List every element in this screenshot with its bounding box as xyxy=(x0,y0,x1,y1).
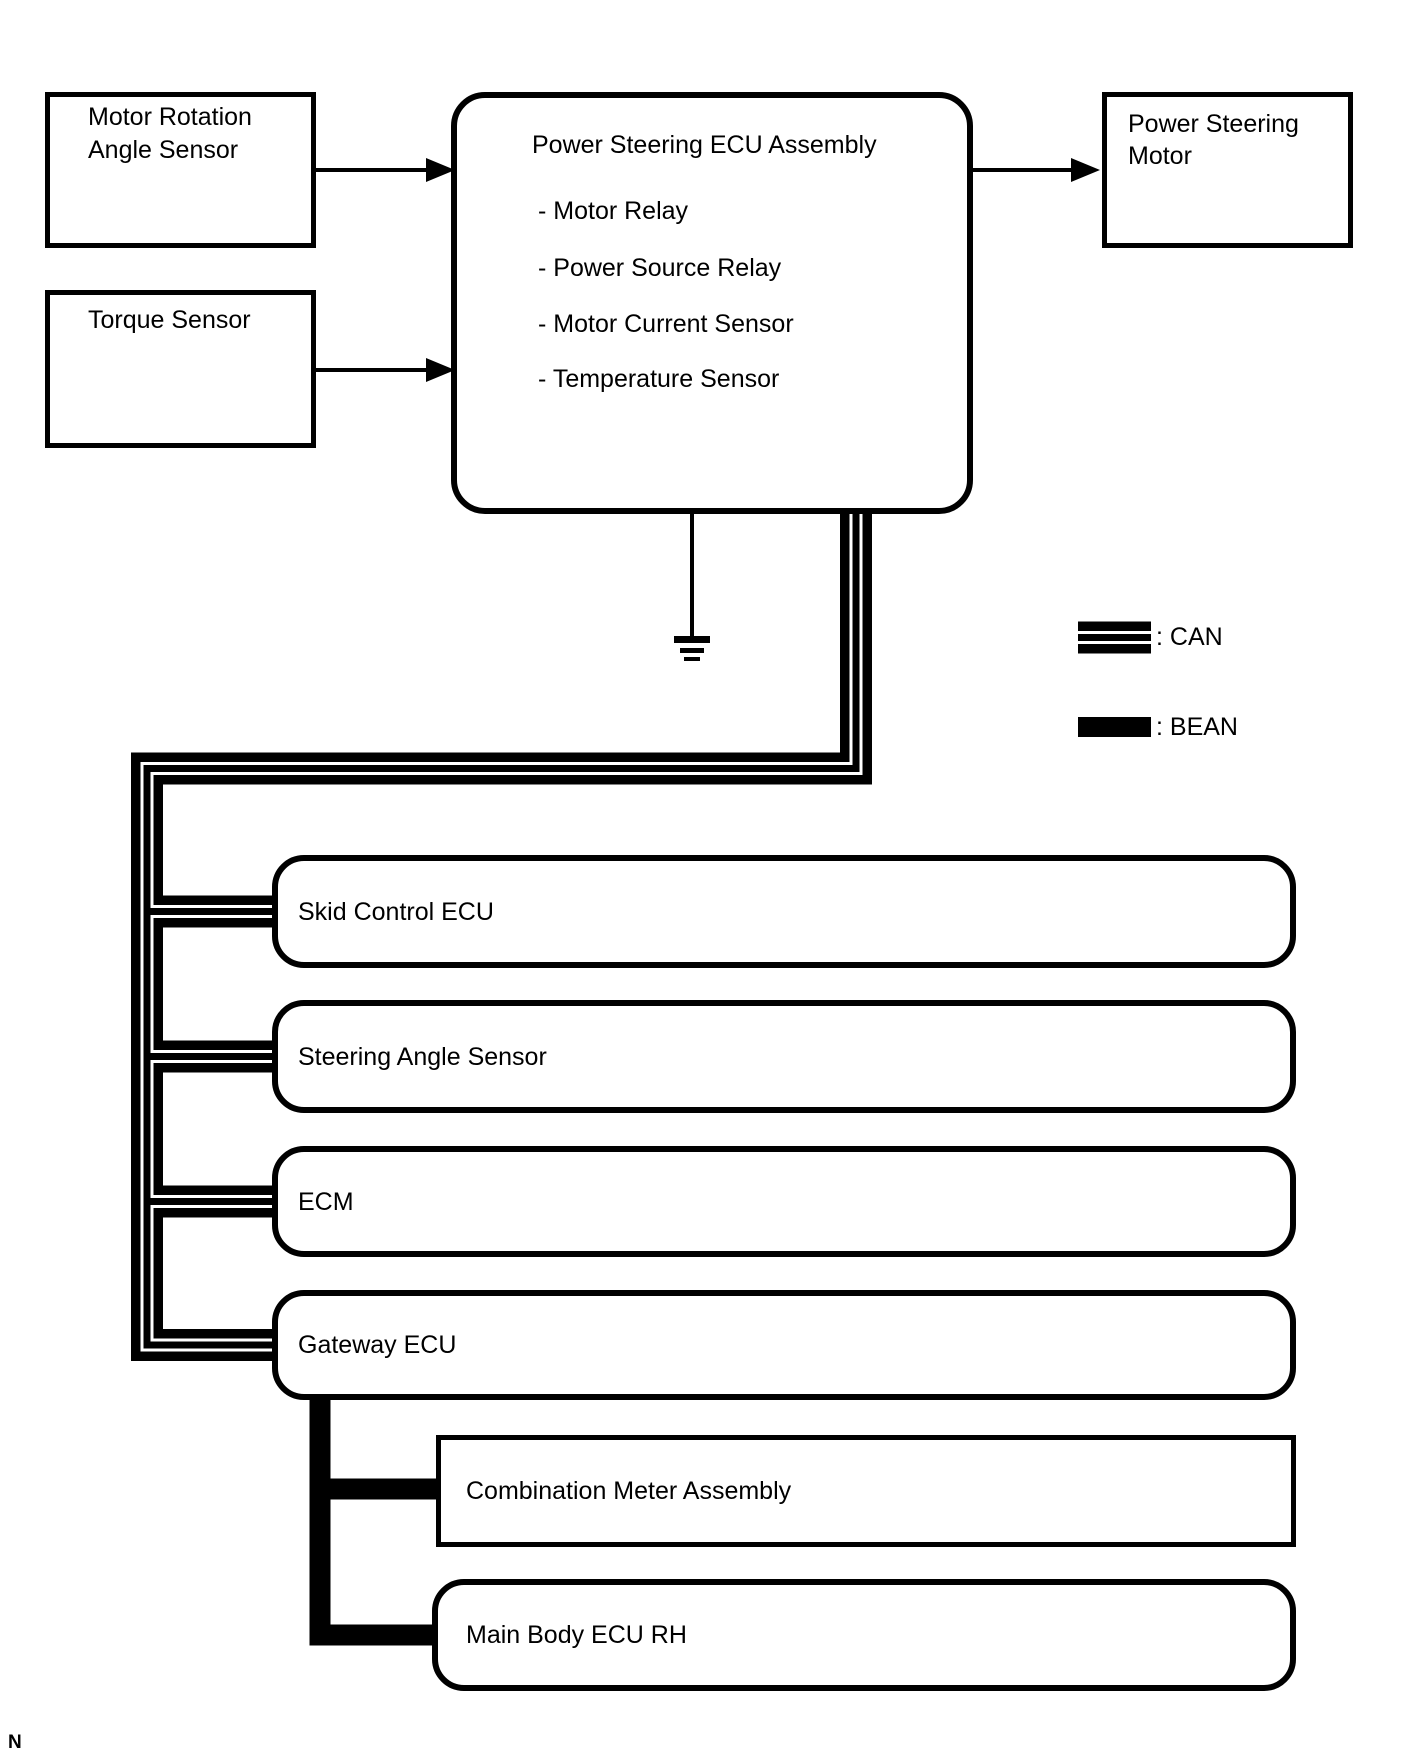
node-gateway-ecu: Gateway ECU xyxy=(272,1290,1296,1400)
ecu-component: - Motor Relay xyxy=(538,197,689,225)
node-label: Angle Sensor xyxy=(88,136,239,164)
node-title: Power Steering ECU Assembly xyxy=(532,131,877,159)
node-label: Motor xyxy=(1128,142,1192,170)
node-power-steering-ecu-assembly: Power Steering ECU Assembly - Motor Rela… xyxy=(451,92,973,514)
ecu-component: - Temperature Sensor xyxy=(538,365,780,393)
legend-bean-label: : BEAN xyxy=(1156,713,1238,741)
node-label: Combination Meter Assembly xyxy=(466,1477,792,1505)
node-label: Steering Angle Sensor xyxy=(298,1042,547,1071)
node-label: ECM xyxy=(298,1187,354,1216)
arrow-right-icon xyxy=(316,158,455,182)
node-label: Motor Rotation xyxy=(88,103,252,131)
arrow-right-icon xyxy=(316,358,455,382)
node-label: Gateway ECU xyxy=(298,1331,457,1359)
ecu-component: - Motor Current Sensor xyxy=(538,310,794,338)
node-label: Skid Control ECU xyxy=(298,897,494,926)
ground-icon xyxy=(674,510,710,661)
node-main-body-ecu-rh: Main Body ECU RH xyxy=(432,1579,1296,1691)
arrow-right-icon xyxy=(971,158,1100,182)
can-bus-lines xyxy=(131,505,872,1361)
footnote-marker: N xyxy=(8,1732,22,1753)
node-label: Torque Sensor xyxy=(88,306,251,334)
legend-can-label: : CAN xyxy=(1156,623,1223,651)
node-label: Main Body ECU RH xyxy=(466,1621,687,1649)
node-ecm: ECM xyxy=(272,1146,1296,1257)
bean-bus-lines xyxy=(309,1396,444,1646)
node-skid-control-ecu: Skid Control ECU xyxy=(272,855,1296,968)
node-label: Power Steering xyxy=(1128,110,1299,138)
node-motor-rotation-angle-sensor: Motor Rotation Angle Sensor xyxy=(45,92,316,248)
ecu-component: - Power Source Relay xyxy=(538,254,782,282)
node-combination-meter-assembly: Combination Meter Assembly xyxy=(436,1435,1296,1547)
node-power-steering-motor: Power Steering Motor xyxy=(1102,92,1353,248)
node-steering-angle-sensor: Steering Angle Sensor xyxy=(272,1000,1296,1113)
node-torque-sensor: Torque Sensor xyxy=(45,290,316,448)
